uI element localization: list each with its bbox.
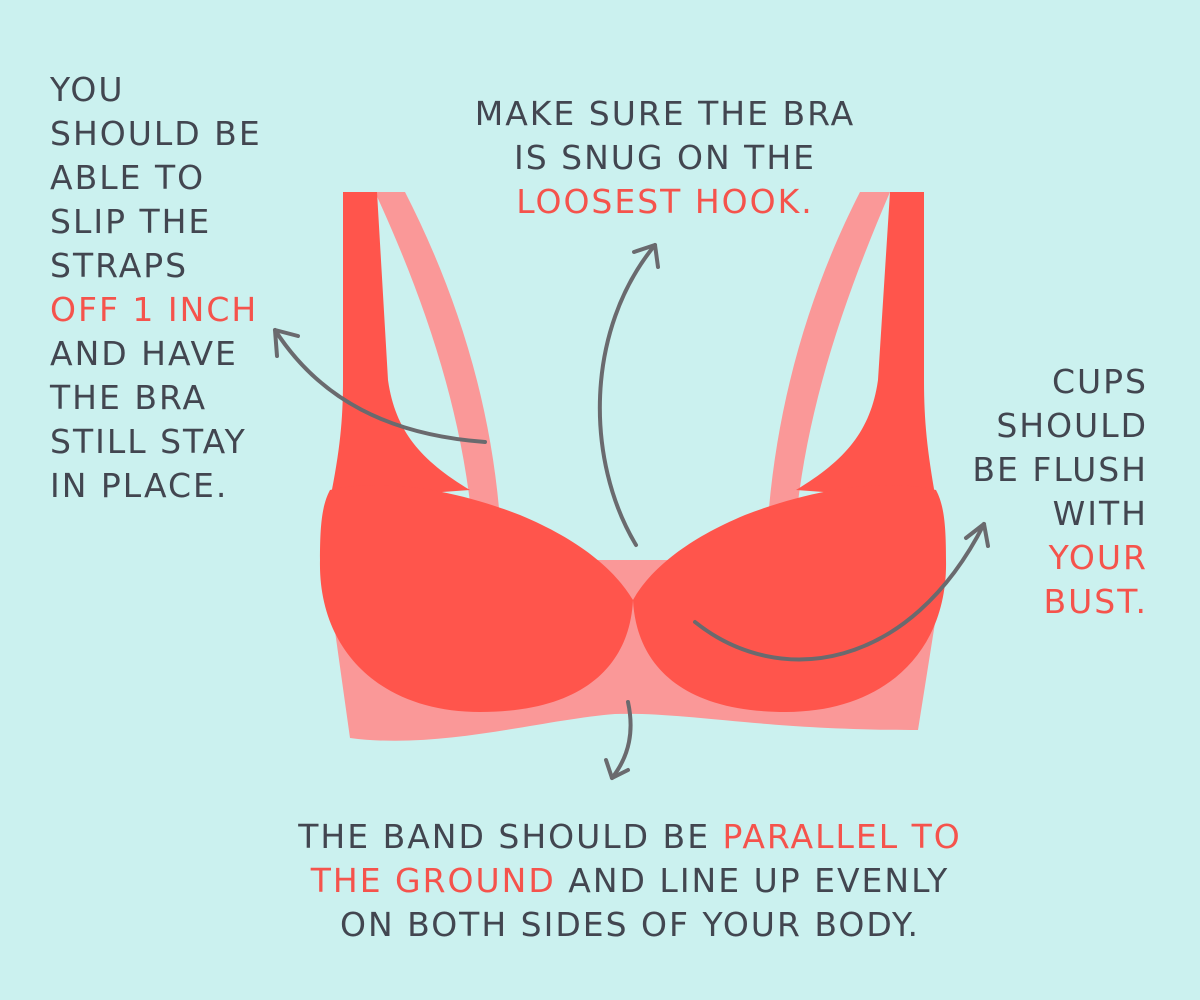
right-cup xyxy=(633,484,947,712)
arrow-straps-icon xyxy=(273,328,487,444)
right-outer-strap xyxy=(796,192,936,500)
straps-note-line: ABLE TO xyxy=(50,158,206,197)
straps-note-line: SHOULD BE xyxy=(50,114,262,153)
band-note-highlight: THE GROUND xyxy=(310,861,556,900)
straps-note-line: SLIP THE xyxy=(50,202,212,241)
cups-note-line: SHOULD xyxy=(996,406,1148,445)
band-note-line-1: THE BAND SHOULD BE PARALLEL TO xyxy=(250,815,1010,859)
cups-note-highlight: BUST. xyxy=(1043,582,1148,621)
hook-note-line: IS SNUG ON THE xyxy=(514,138,816,177)
hook-note-line: MAKE SURE THE BRA xyxy=(474,94,856,133)
right-inner-strap xyxy=(768,192,890,520)
straps-note-highlight: OFF 1 INCH xyxy=(50,290,259,329)
straps-note-line: THE BRA xyxy=(50,378,208,417)
cups-note-line: WITH xyxy=(1052,494,1148,533)
left-cup xyxy=(319,484,633,712)
cups-note-line: BE FLUSH xyxy=(972,450,1148,489)
band-note-text: AND LINE UP EVENLY xyxy=(555,861,950,900)
left-inner-strap xyxy=(375,192,500,520)
straps-note-line: STRAPS xyxy=(50,246,189,285)
cups-note: CUPS SHOULD BE FLUSH WITH YOUR BUST. xyxy=(972,360,1148,624)
arrow-cups-icon xyxy=(693,522,990,662)
arrow-hook-icon xyxy=(597,243,660,547)
cups-note-highlight: YOUR xyxy=(1048,538,1148,577)
straps-note: YOU SHOULD BE ABLE TO SLIP THE STRAPS OF… xyxy=(50,68,262,508)
band-note-highlight: PARALLEL TO xyxy=(722,817,962,856)
band-note-text: THE BAND SHOULD BE xyxy=(298,817,723,856)
band-note: THE BAND SHOULD BE PARALLEL TO THE GROUN… xyxy=(250,815,1010,947)
left-outer-strap xyxy=(330,192,470,500)
straps-note-line: YOU xyxy=(50,70,125,109)
hook-note: MAKE SURE THE BRA IS SNUG ON THE LOOSEST… xyxy=(430,92,900,224)
straps-note-line: AND HAVE xyxy=(50,334,238,373)
arrow-band-icon xyxy=(604,700,633,780)
straps-note-line: STILL STAY xyxy=(50,422,247,461)
cups-note-line: CUPS xyxy=(1051,362,1148,401)
band-note-line-2: THE GROUND AND LINE UP EVENLY xyxy=(250,859,1010,903)
band-note-line-3: ON BOTH SIDES OF YOUR BODY. xyxy=(340,905,920,944)
straps-note-line: IN PLACE. xyxy=(50,466,229,505)
hook-note-highlight: LOOSEST HOOK. xyxy=(516,182,814,221)
